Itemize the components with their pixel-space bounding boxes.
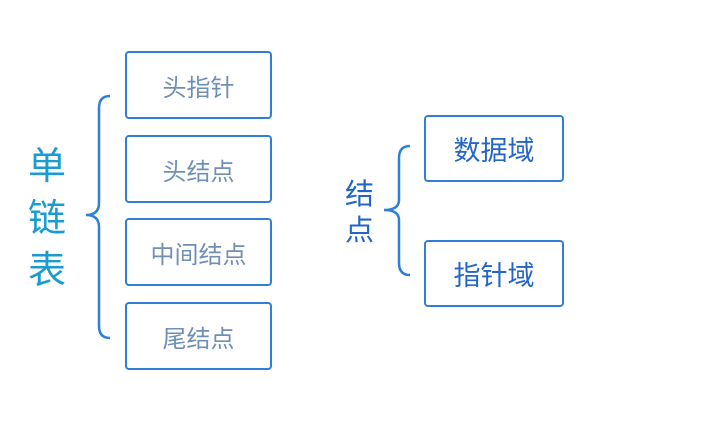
node-label: 中间结点 [150, 240, 247, 269]
node-box: 指针域 [424, 240, 564, 307]
node-box: 头指针 [125, 51, 272, 119]
node-box: 中间结点 [125, 218, 272, 286]
node-label: 数据域 [453, 136, 535, 167]
node-label: 头结点 [162, 157, 235, 186]
title-char: 点 [345, 213, 375, 247]
node-label: 头指针 [162, 73, 235, 102]
node-label: 尾结点 [162, 324, 235, 353]
title-char: 结 [345, 177, 375, 211]
right-brace [383, 144, 411, 277]
node-box: 数据域 [424, 115, 564, 182]
left-group-title: 单 链 表 [28, 140, 66, 296]
node-box: 头结点 [125, 135, 272, 203]
node-box: 尾结点 [125, 302, 272, 370]
right-group-title: 结 点 [345, 176, 374, 248]
title-char: 链 [28, 196, 67, 240]
node-label: 指针域 [453, 261, 535, 292]
left-brace [85, 94, 111, 340]
title-char: 单 [28, 144, 67, 188]
title-char: 表 [28, 248, 67, 292]
